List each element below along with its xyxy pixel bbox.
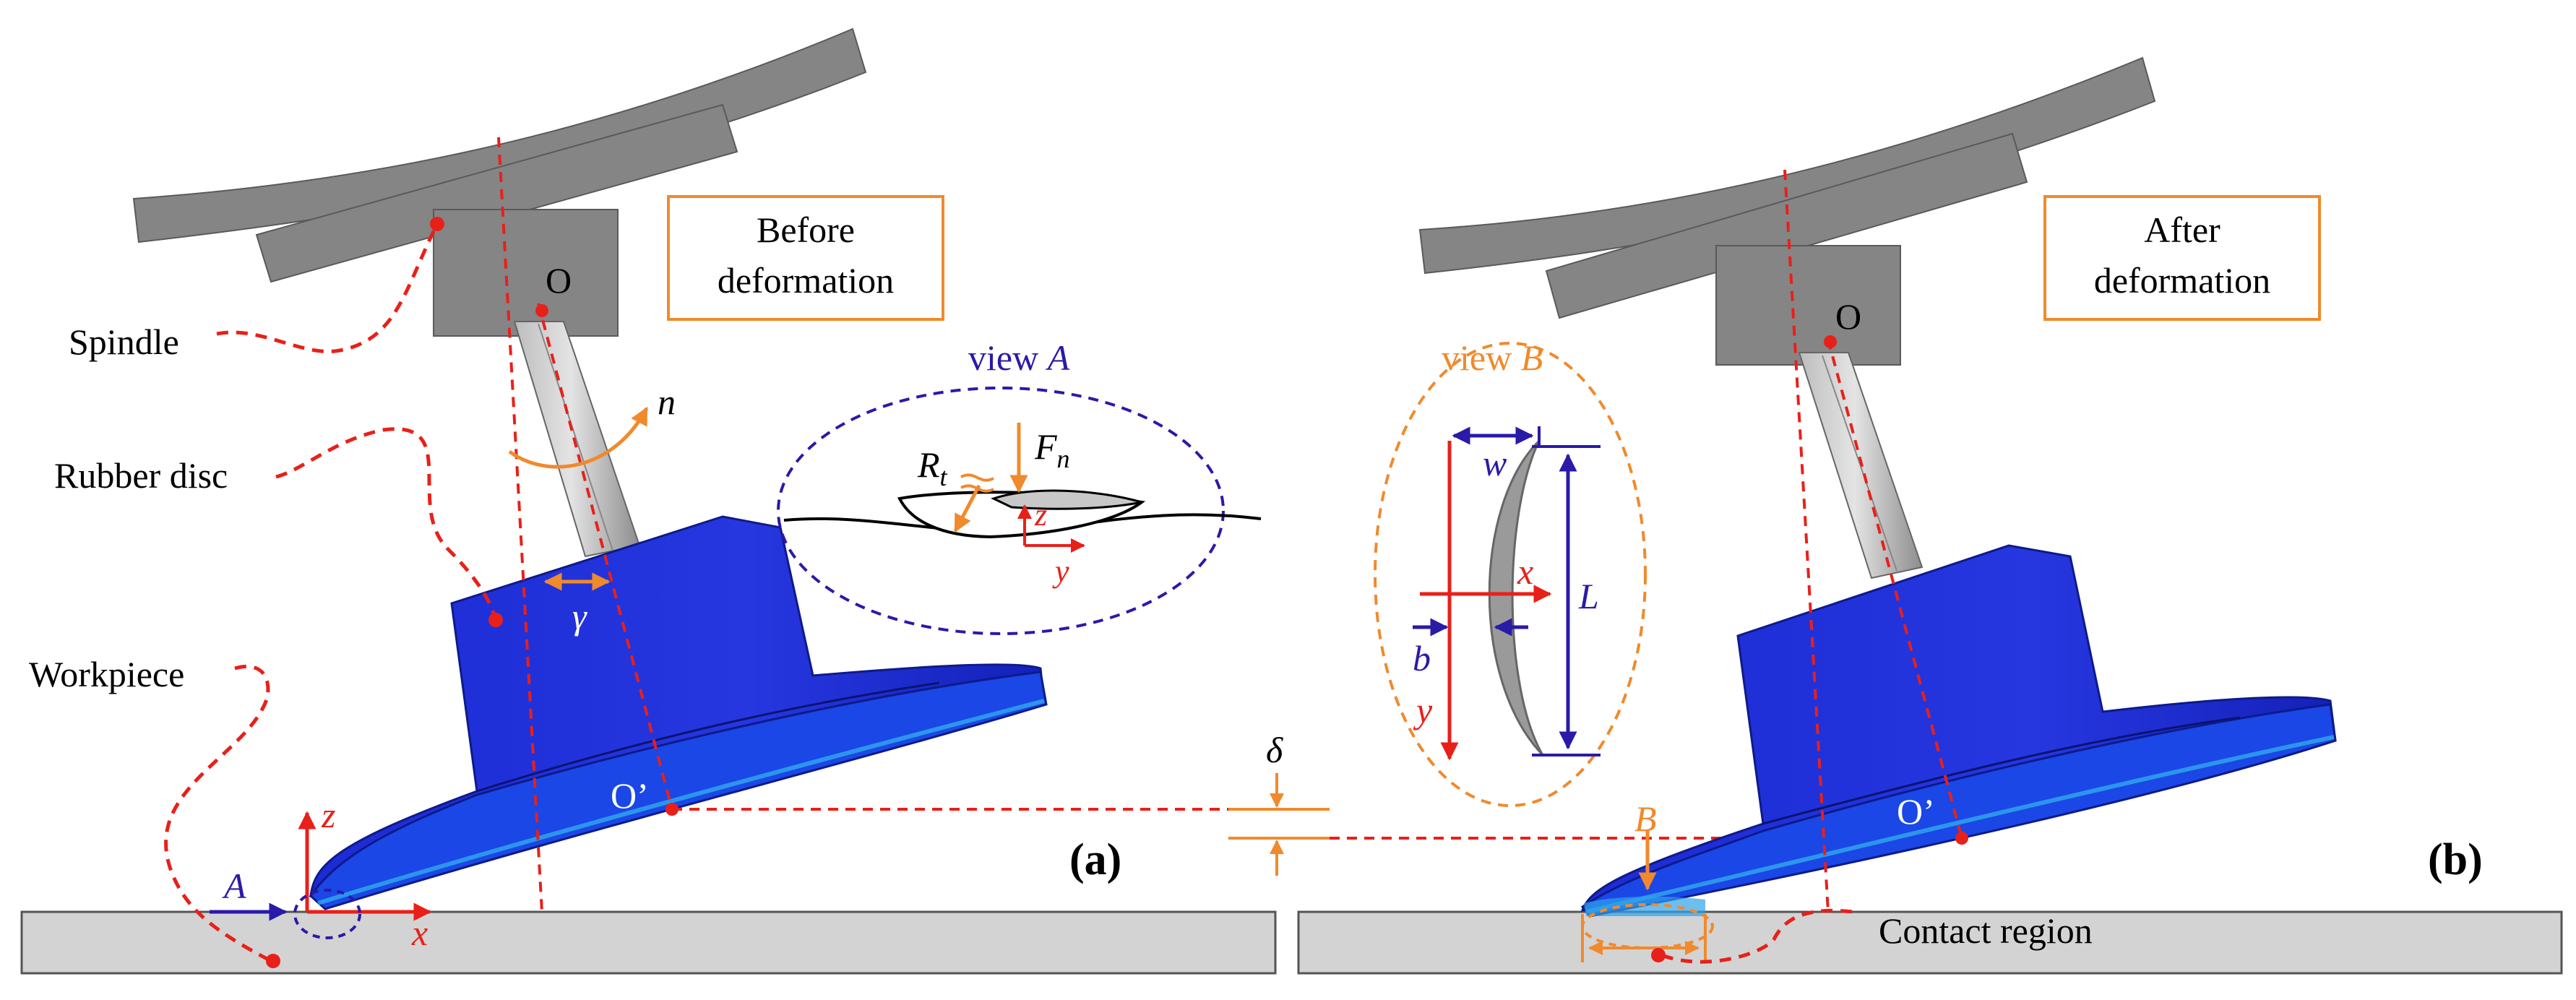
view-b-title: view B (1442, 337, 1543, 378)
rubber-disc-rim-b (1585, 735, 2335, 914)
tilt-axis-a (537, 303, 673, 810)
rubber-disc-rim-a (317, 699, 1045, 905)
point-o-prime-label-a: O’ (611, 775, 649, 816)
workpiece-leader (164, 664, 272, 963)
length-label: L (1578, 576, 1599, 616)
state-line2-b: deformation (2094, 260, 2270, 301)
point-o-label-a: O (546, 260, 572, 301)
thickness-label: b (1413, 638, 1431, 678)
contact-flattening (1584, 896, 1705, 916)
view-a-ellipse (777, 387, 1225, 635)
state-line1-b: After (2144, 210, 2220, 250)
view-marker-a-label: A (222, 866, 246, 906)
rt-label: Rt (917, 444, 948, 491)
contact-patch (990, 489, 1142, 510)
axis-x-label-a: x (411, 913, 428, 953)
axis-line-b (1783, 169, 1830, 913)
axis-x-label-view-b: x (1517, 551, 1533, 592)
spindle-leader-dot (430, 217, 444, 231)
workpiece-a (20, 910, 1277, 975)
rt-wave-icon (960, 473, 994, 493)
rubber-disc-flange-b (1580, 703, 2337, 918)
axis-z-label-view-a: z (1034, 497, 1047, 533)
state-label-b: After deformation (2094, 210, 2270, 301)
disc-seam-a (476, 681, 940, 793)
point-o-prime-label-b: O’ (1897, 791, 1935, 832)
fn-label: Fn (1034, 426, 1070, 473)
axis-z-label-a: z (321, 795, 335, 835)
view-marker-b-label: B (1634, 798, 1657, 839)
rotation-label-n: n (658, 382, 676, 422)
rubber-disc-leader-dot (488, 613, 503, 627)
panel-b-label: (b) (2428, 835, 2483, 884)
spindle-block-b (1715, 245, 1901, 366)
point-o-marker-a (535, 304, 548, 317)
axis-line-a (497, 137, 543, 913)
contact-region-label: Contact region (1879, 910, 2093, 951)
panel-b: After deformation O O’ B Contact region … (1297, 56, 2563, 975)
panel-a: Before deformation Spindle Rubber disc W… (20, 27, 1277, 975)
disc-seam-b (1762, 716, 2241, 825)
spindle-label: Spindle (69, 322, 179, 362)
point-o-prime-marker-b (1955, 832, 1968, 845)
workpiece-label: Workpiece (29, 654, 184, 694)
rotation-arrow-n (508, 406, 649, 469)
offset-label: δ (1266, 730, 1283, 770)
workpiece-leader-dot (266, 954, 280, 968)
view-b-inset (1374, 342, 1647, 807)
state-box-a (667, 195, 944, 321)
axis-y-label-view-b: y (1413, 690, 1433, 730)
view-a-title: view A (968, 337, 1070, 378)
rt-arrow (953, 484, 981, 533)
point-o-prime-marker-a (665, 803, 679, 816)
state-label-a: Before deformation (718, 210, 894, 301)
axis-y-label-view-a: y (1052, 553, 1069, 589)
shaft-a (513, 321, 641, 558)
spindle-mid-plate-a (255, 103, 738, 283)
workpiece-b (1297, 910, 2563, 975)
tilt-angle-label: γ (572, 596, 587, 637)
width-label: w (1483, 443, 1507, 483)
state-box-b (2043, 195, 2321, 321)
panel-a-label: (a) (1069, 835, 1121, 884)
shaft-edge-b (1822, 355, 1897, 572)
point-o-label-b: O (1835, 296, 1861, 337)
rubber-disc-label: Rubber disc (54, 455, 228, 496)
state-line2-a: deformation (718, 260, 894, 301)
view-a-inset (777, 387, 1262, 635)
point-o-marker-b (1824, 335, 1837, 348)
view-a-region (293, 889, 361, 939)
state-line1-a: Before (757, 210, 855, 250)
contact-footprint (1488, 439, 1544, 757)
contact-region-leader-dot (1651, 948, 1666, 962)
spindle-leader (216, 223, 439, 353)
shaft-edge-a (538, 323, 613, 551)
spindle-block-a (433, 209, 619, 337)
view-b-ellipse (1374, 342, 1647, 807)
rubber-disc-leader (275, 427, 498, 630)
contact-region-leader (1661, 908, 1854, 964)
spindle-mid-plate-b (1545, 132, 2028, 319)
